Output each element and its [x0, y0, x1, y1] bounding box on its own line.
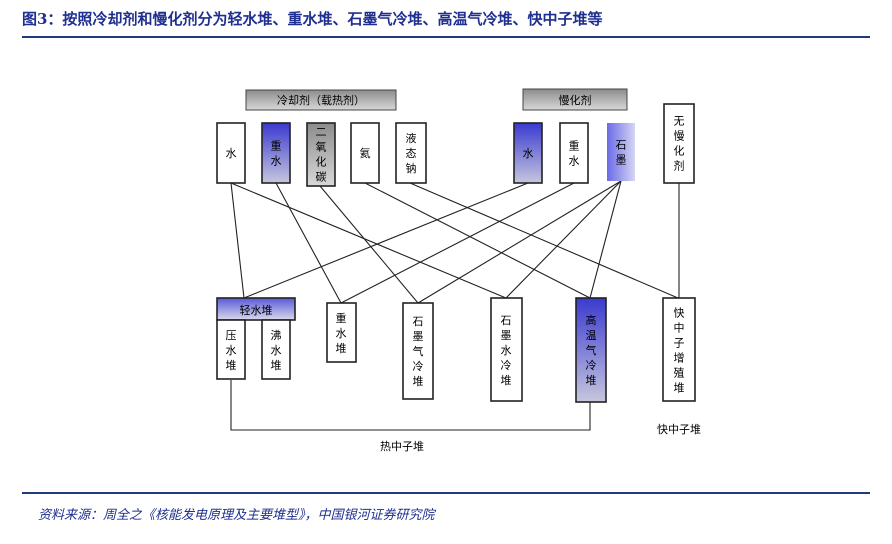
coolant-heavy-water-box: 重水	[261, 122, 291, 184]
coolant-water-box: 水	[216, 122, 246, 184]
coolant-helium-box: 氦	[350, 122, 380, 184]
link-graphite-graphite-gas	[417, 180, 622, 304]
fast-reactor-group-label: 快中子堆	[657, 423, 701, 436]
link-modwater-lightwater	[243, 182, 529, 299]
heavy-water-reactor-label: 重水堆	[336, 311, 347, 355]
coolant-helium-label: 氦	[360, 146, 371, 160]
fast-breeder-reactor-label: 快中子增殖堆	[674, 307, 685, 395]
coolant-header-label: 冷却剂（载热剂）	[277, 93, 365, 107]
pressurized-water-reactor-label: 压水堆	[226, 329, 237, 372]
boiling-water-reactor-label: 沸水堆	[271, 329, 282, 372]
figure-title: 图3：按照冷却剂和慢化剂分为轻水堆、重水堆、石墨气冷堆、高温气冷堆、快中子堆等	[22, 10, 603, 28]
coolant-co2-label: 二氧化碳	[316, 126, 327, 184]
link-modheavy-heavywater-reactor	[340, 182, 575, 304]
source-note: 资料来源：周全之《核能发电原理及主要堆型》，中国银河证券研究院	[38, 508, 435, 523]
bottom-rule	[22, 492, 870, 494]
moderator-graphite-box: 石墨	[607, 123, 635, 181]
coolant-heavy-water-label: 重水	[271, 139, 282, 168]
link-water-lightwater	[230, 182, 245, 299]
moderator-water-box: 水	[513, 122, 543, 184]
thermal-reactor-bracket	[230, 380, 591, 431]
no-moderator-label: 无慢化剂	[674, 115, 685, 173]
htgr-box: 高温气冷堆	[575, 297, 607, 403]
coolant-water-label: 水	[226, 147, 237, 160]
link-co2-graphite-gas	[319, 185, 419, 304]
link-heavywater-heavywater-reactor	[275, 182, 342, 304]
coolant-sodium-box: 液态钠	[395, 122, 427, 184]
htgr-label: 高温气冷堆	[586, 313, 597, 387]
top-rule	[22, 36, 870, 38]
moderator-heavy-water-label: 重水	[569, 139, 580, 168]
link-helium-htgr	[364, 182, 591, 299]
coolant-header: 冷却剂（载热剂）	[245, 89, 397, 111]
coolant-sodium-label: 液态钠	[406, 131, 417, 175]
moderator-header-label: 慢化剂	[559, 93, 592, 107]
moderator-water-label: 水	[523, 147, 534, 160]
link-water-graphite-water	[230, 182, 507, 299]
light-water-reactor-group: 轻水堆 压水堆 沸水堆	[216, 297, 296, 380]
fast-breeder-reactor-box: 快中子增殖堆	[662, 297, 696, 402]
coolant-co2-box: 二氧化碳	[306, 122, 336, 187]
graphite-gas-reactor-label: 石墨气冷堆	[413, 315, 424, 388]
link-graphite-graphite-water	[505, 180, 622, 299]
connection-lines	[230, 180, 680, 431]
link-sodium-fast	[409, 182, 679, 299]
link-graphite-htgr	[589, 180, 622, 299]
graphite-gas-reactor-box: 石墨气冷堆	[402, 302, 434, 400]
graphite-water-reactor-label: 石墨水冷堆	[501, 314, 512, 387]
moderator-heavy-water-box: 重水	[559, 122, 589, 184]
heavy-water-reactor-box: 重水堆	[326, 302, 357, 363]
moderator-header: 慢化剂	[522, 88, 628, 111]
moderator-graphite-label: 石墨	[616, 139, 627, 167]
light-water-reactor-label: 轻水堆	[240, 303, 273, 317]
no-moderator-box: 无慢化剂	[663, 103, 695, 184]
thermal-reactor-group-label: 热中子堆	[380, 440, 424, 453]
graphite-water-reactor-box: 石墨水冷堆	[490, 297, 523, 402]
